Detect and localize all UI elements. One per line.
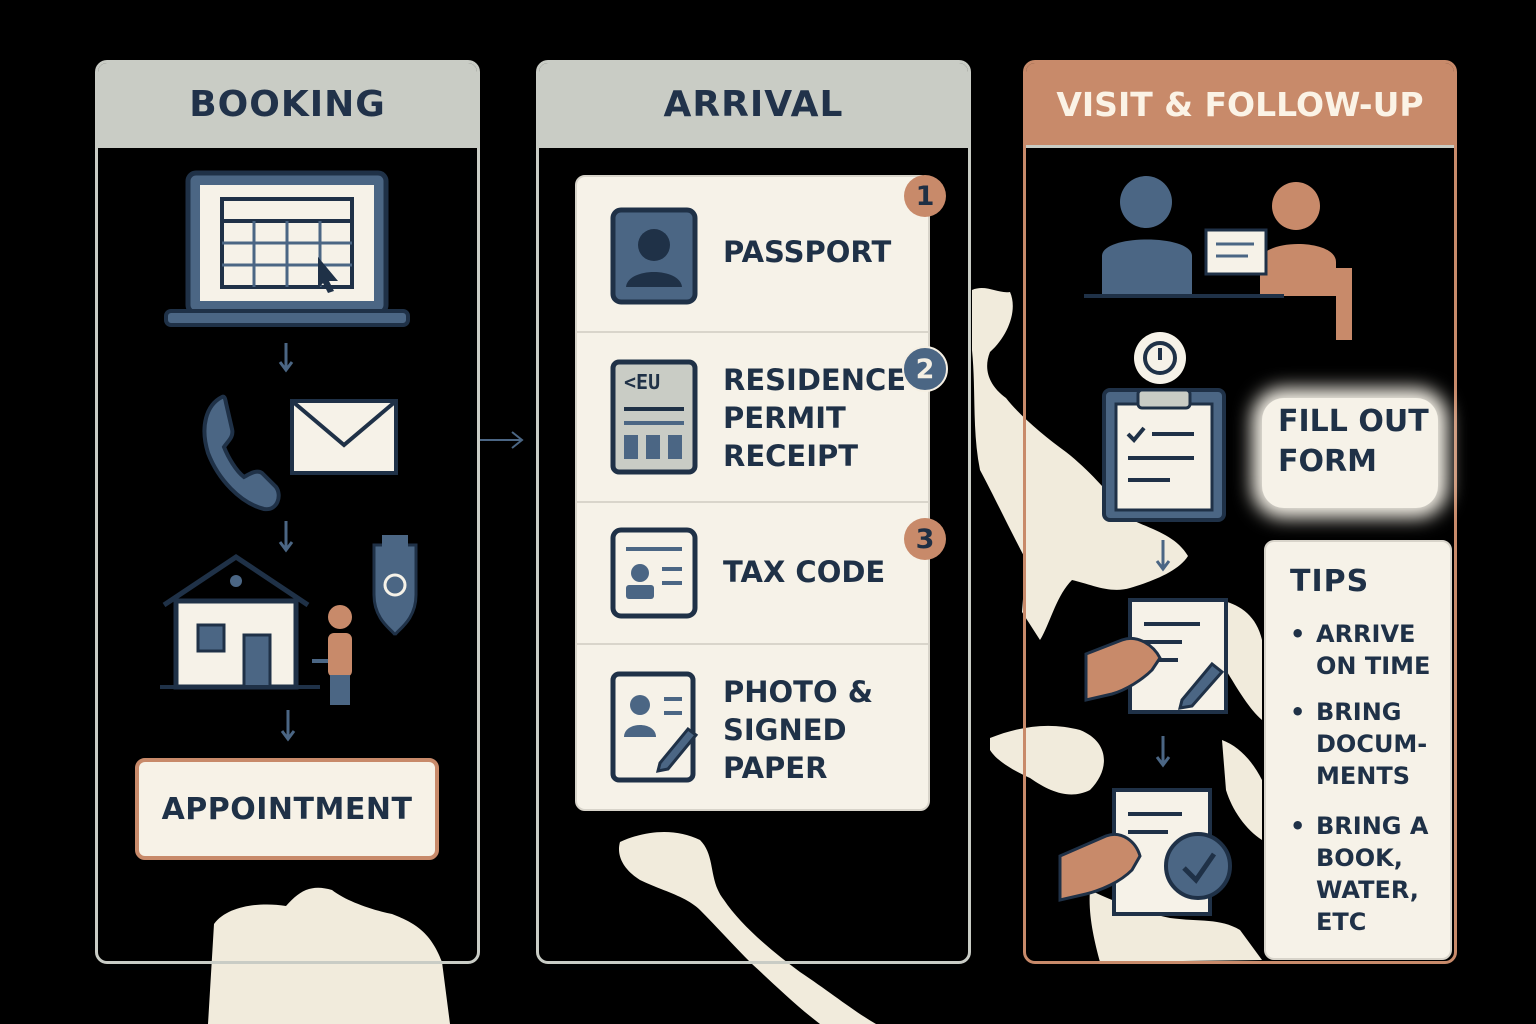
document-label: PHOTO & SIGNED PAPER bbox=[723, 675, 873, 785]
clipboard-form-icon bbox=[1102, 332, 1226, 522]
house-icon bbox=[160, 553, 320, 690]
step-badge-2: 2 bbox=[902, 346, 948, 392]
approved-document-icon bbox=[1058, 788, 1232, 916]
photo-sign-icon bbox=[610, 671, 699, 783]
document-label: TAX CODE bbox=[723, 555, 886, 589]
document-row-photo-signed: PHOTO & SIGNED PAPER bbox=[577, 645, 928, 809]
visit-header: VISIT & FOLLOW-UP bbox=[1026, 63, 1454, 148]
tip-item: BRING A BOOK, WATER, ETC bbox=[1288, 810, 1448, 938]
document-label: RESIDENCE PERMIT RECEIPT bbox=[723, 363, 907, 473]
tips-panel: TIPS ARRIVE ON TIME BRING DOCUM- MENTS B… bbox=[1264, 540, 1452, 960]
step-badge-3: 3 bbox=[904, 518, 946, 560]
person-icon bbox=[312, 605, 352, 705]
laptop-calendar-icon bbox=[164, 170, 410, 327]
document-row-residence-permit: <EU RESIDENCE PERMIT RECEIPT bbox=[577, 333, 928, 503]
arrow-down-icon bbox=[1155, 736, 1171, 768]
visit-column: VISIT & FOLLOW-UP bbox=[1023, 60, 1457, 964]
envelope-icon bbox=[290, 399, 398, 475]
emblem-icon bbox=[372, 535, 418, 636]
id-card-icon bbox=[610, 527, 698, 619]
document-label: PASSPORT bbox=[723, 235, 892, 269]
svg-text:<EU: <EU bbox=[624, 370, 660, 394]
tips-title: TIPS bbox=[1290, 564, 1370, 599]
hand-document-icon bbox=[1084, 598, 1228, 714]
document-row-tax-code: TAX CODE bbox=[577, 503, 928, 645]
passport-icon bbox=[610, 207, 698, 305]
permit-icon: <EU bbox=[610, 359, 698, 475]
arrow-down-icon bbox=[1155, 540, 1171, 572]
arrival-header: ARRIVAL bbox=[539, 63, 968, 148]
fill-out-form-label: FILL OUT FORM bbox=[1262, 398, 1438, 508]
tip-item: ARRIVE ON TIME bbox=[1288, 618, 1448, 682]
document-checklist: PASSPORT <EU RESIDENCE PERMIT RECEIPT TA… bbox=[575, 175, 930, 811]
consultation-icon bbox=[1084, 176, 1352, 340]
arrow-down-icon bbox=[280, 710, 296, 742]
tip-item: BRING DOCUM- MENTS bbox=[1288, 696, 1448, 792]
phone-icon bbox=[202, 394, 281, 512]
booking-header: BOOKING bbox=[98, 63, 477, 148]
document-row-passport: PASSPORT bbox=[577, 177, 928, 333]
appointment-button[interactable]: APPOINTMENT bbox=[135, 758, 439, 860]
step-badge-1: 1 bbox=[904, 175, 946, 217]
booking-column: BOOKING bbox=[95, 60, 480, 964]
booking-illustrations bbox=[160, 170, 418, 705]
arrival-column: ARRIVAL bbox=[536, 60, 971, 964]
